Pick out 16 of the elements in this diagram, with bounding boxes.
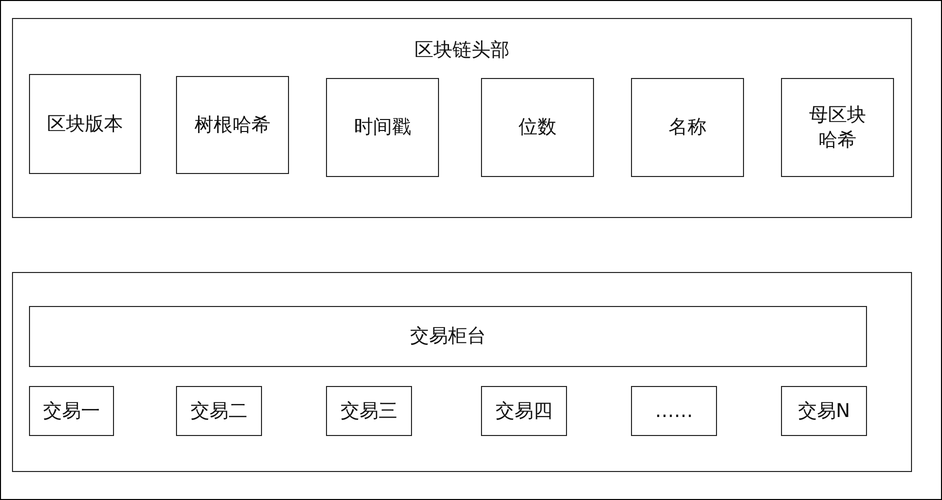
panel-title: 区块链头部: [414, 38, 510, 63]
field-box: 区块版本: [29, 74, 141, 174]
field-box: 位数: [481, 78, 594, 177]
field-box: 交易二: [176, 386, 262, 436]
field-box: ……: [631, 386, 717, 436]
field-box: 交易N: [781, 386, 867, 436]
field-box: 时间戳: [326, 78, 439, 177]
panel: [12, 18, 912, 218]
field-box: 交易柜台: [29, 306, 867, 367]
field-box: 交易四: [481, 386, 567, 436]
field-box: 交易一: [29, 386, 114, 436]
field-box: 名称: [631, 78, 744, 177]
field-box: 交易三: [326, 386, 412, 436]
field-box: 树根哈希: [176, 76, 289, 174]
panel: [12, 272, 912, 472]
field-box: 母区块哈希: [781, 78, 894, 177]
